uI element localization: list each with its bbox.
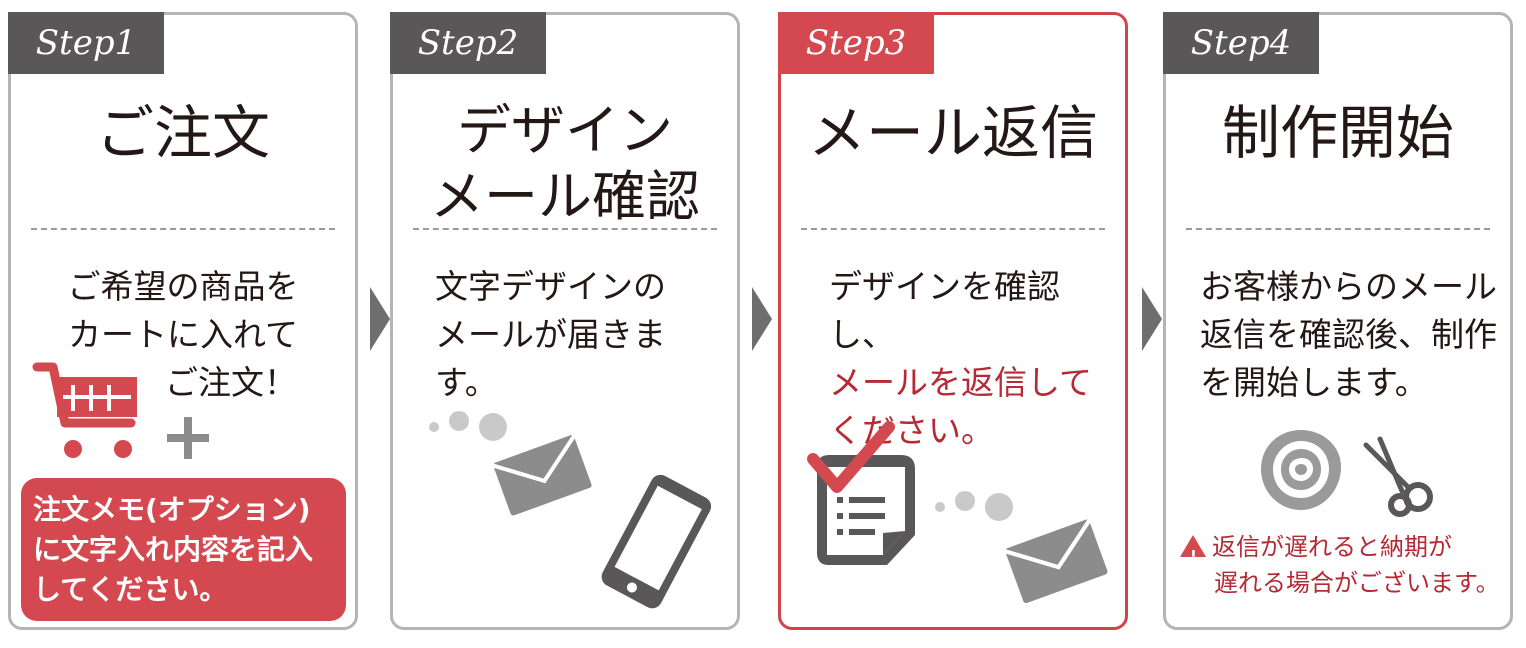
rose-icon [1261,430,1341,510]
step-4-desc-line-1: お客様からのメール [1200,267,1497,306]
dots-icon [429,411,507,441]
step-2-divider [413,228,717,230]
warning-line-2: 遅れる場合がございます。 [1214,569,1500,597]
step-2-tab: Step2 [390,12,546,74]
step-4-divider [1186,228,1490,230]
step-1-tab: Step1 [8,12,164,74]
dots-icon [935,491,1013,521]
step-2-card: Step2 デザイン メール確認 文字デザインの メールが届きます。 [390,12,740,630]
warning-icon [1180,535,1206,574]
scissors-icon [1363,436,1433,517]
cart-icon [32,362,137,458]
step-3-desc-line-1: デザインを確認し、 [829,267,1060,354]
mail-icon [492,435,592,516]
step-3-desc: デザインを確認し、 メールを返信して ください。 [829,263,1119,455]
step-4-tab: Step4 [1163,12,1319,74]
late-reply-warning: 返信が遅れると納期が 遅れる場合がございます。 [1180,529,1500,601]
order-memo-note: 注文メモ(オプション) に文字入れ内容を記入してください。 [21,478,346,621]
step-2-title-line-1: デザイン [457,99,673,162]
step-1-desc-line-1: ご希望の商品を [67,267,299,306]
chevron-right-icon [752,287,772,351]
step-1-card: Step1 ご注文 ご希望の商品を カートに入れて ご注文！ 注文メモ(オプショ… [8,12,358,630]
plus-icon [167,417,209,459]
step-4-card: Step4 制作開始 お客様からのメール 返信を確認後、制作 を開始します。 返… [1163,12,1513,630]
step-2-desc: 文字デザインの メールが届きます。 [435,263,725,407]
step-3-desc-line-2: メールを返信して [829,363,1093,402]
step-1-title: ご注文 [95,99,270,167]
step-3-tab: Step3 [778,12,934,74]
step-2-desc-line-1: 文字デザインの [435,267,666,306]
step-1-desc-line-3: ご注文！ [33,363,297,402]
mail-icon [1004,519,1108,604]
step-3-divider [801,228,1105,230]
step-3-title: メール返信 [807,99,1098,167]
step-2-desc-line-2: メールが届きます。 [435,315,666,402]
warning-line-1: 返信が遅れると納期が [1212,533,1452,561]
step-1-desc-line-2: カートに入れて [67,315,298,354]
step-2-title-line-2: メール確認 [430,165,700,228]
checklist-icon [807,421,915,565]
step-3-card: Step3 メール返信 デザインを確認し、 メールを返信して ください。 [778,12,1128,630]
step-1-divider [31,228,335,230]
step-4-desc-line-2: 返信を確認後、制作 [1200,315,1497,354]
smartphone-icon [601,474,712,609]
chevron-right-icon [370,287,390,351]
step-4-desc-line-3: を開始します。 [1200,363,1428,402]
step-4-title: 制作開始 [1221,99,1454,167]
step-3-desc-line-3: ください。 [829,411,994,450]
step-2-title: デザイン メール確認 [393,98,737,230]
step-1-desc: ご希望の商品を カートに入れて ご注文！ [11,263,355,407]
chevron-right-icon [1142,287,1162,351]
step-4-desc: お客様からのメール 返信を確認後、制作 を開始します。 [1200,263,1500,407]
